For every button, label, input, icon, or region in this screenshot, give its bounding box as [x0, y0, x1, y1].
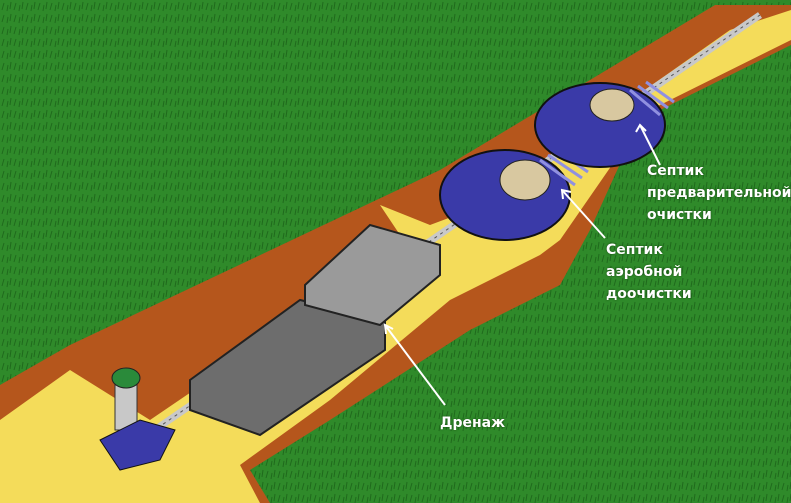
well-base	[99, 419, 176, 471]
drainage-arrow	[384, 324, 446, 406]
pre-septic-label-line: предварительной	[647, 185, 791, 201]
aerobic-septic-label: Септик аэробной доочистки	[606, 239, 692, 305]
aerobic-septic-label-line: доочистки	[606, 286, 692, 302]
pre-septic-tank	[534, 80, 675, 168]
aerobic-septic-tank	[439, 148, 589, 241]
label-arrows	[383, 123, 661, 406]
aerobic-septic-label-line: аэробной	[606, 264, 683, 280]
pre-septic-label-line: очистки	[647, 207, 712, 223]
pre-septic-label-line: Септик	[647, 163, 704, 179]
pre-septic-label: Септик предварительной очистки	[647, 160, 791, 226]
drainage-block-upper	[304, 223, 441, 327]
drainage-block-lower	[189, 298, 386, 437]
aerobic-septic-arrow	[561, 189, 606, 239]
drainage-label: Дренаж	[440, 415, 506, 431]
pre-septic-arrow	[639, 124, 661, 166]
inspection-well-cap	[111, 367, 141, 389]
aerobic-septic-label-line: Септик	[606, 242, 663, 258]
